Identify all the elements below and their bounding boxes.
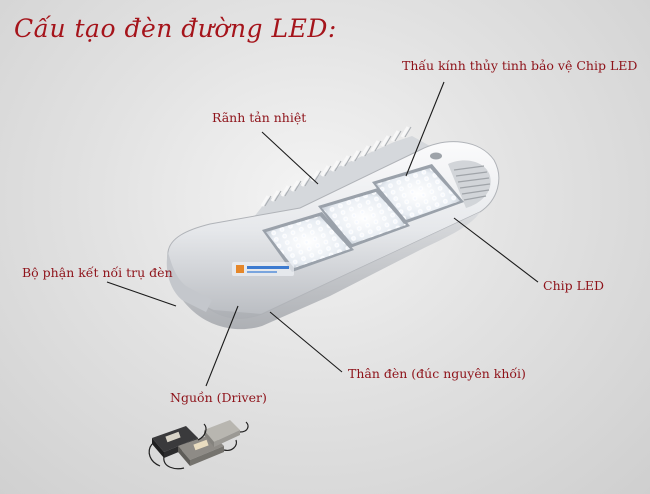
label-pole-connector: Bộ phận kết nối trụ đèn — [22, 265, 173, 280]
leader-line-lens — [405, 81, 445, 177]
label-lens: Thấu kính thủy tinh bảo vệ Chip LED — [402, 58, 638, 73]
driver-cables — [148, 421, 249, 470]
led-modules — [262, 164, 464, 272]
leader-line-pole-connector — [106, 281, 177, 307]
label-lamp-body: Thân đèn (đúc nguyên khối) — [348, 366, 526, 381]
led-module-3 — [372, 164, 464, 224]
leader-line-driver — [205, 305, 239, 387]
driver-unit-3 — [204, 420, 240, 447]
led-module-2 — [318, 188, 410, 248]
label-chip-led: Chip LED — [543, 278, 605, 293]
leader-lines — [106, 81, 539, 387]
diagram-title: Cấu tạo đèn đường LED: — [14, 14, 337, 43]
brand-logo — [232, 262, 294, 276]
leader-line-chip — [453, 217, 539, 283]
vent-grille — [448, 160, 491, 208]
leader-line-body — [269, 311, 343, 373]
sensor-icon — [430, 152, 442, 160]
label-driver: Nguồn (Driver) — [170, 390, 267, 405]
driver-units — [148, 420, 249, 470]
led-module-1 — [262, 212, 354, 272]
leader-line-heat-sink — [261, 131, 319, 185]
label-heat-sink: Rãnh tản nhiệt — [212, 110, 307, 125]
